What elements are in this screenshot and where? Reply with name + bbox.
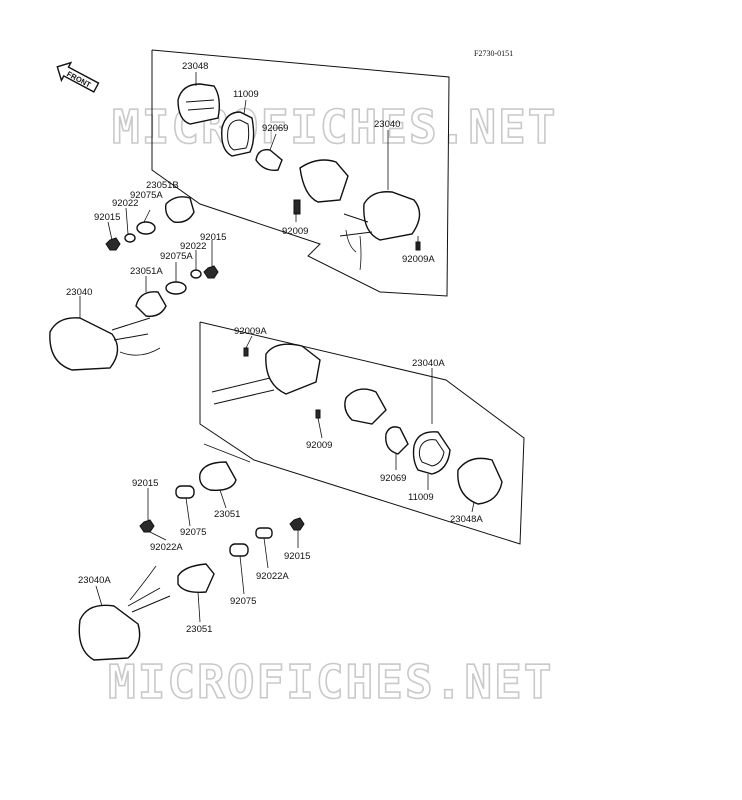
part-label-92022-mid: 92022 [180, 241, 206, 252]
part-label-92075A-mid: 92075A [160, 251, 193, 262]
part-label-23051-mid: 23051 [214, 509, 240, 520]
part-label-23040A-right: 23040A [412, 358, 445, 369]
lens-23048-icon [177, 83, 221, 125]
part-label-92022-top: 92022 [112, 198, 138, 209]
bulb-92069-icon [255, 149, 283, 171]
part-label-92015-lower-right: 92015 [284, 551, 310, 562]
part-label-11009-bottom: 11009 [408, 492, 434, 503]
part-label-23040-top: 23040 [374, 119, 400, 130]
nut-92015-mid-icon [203, 265, 219, 279]
front-arrow-icon: FRONT [56, 61, 100, 93]
part-label-92015-top-left: 92015 [94, 212, 120, 223]
part-label-23040-left: 23040 [66, 287, 92, 298]
washer-92075A-mid-icon [165, 281, 187, 295]
bulb-92069-bottom-icon [385, 426, 409, 455]
middle-group-outline [199, 321, 525, 545]
nut-92015-top-icon [105, 237, 121, 251]
washer-92075A-top-icon [136, 221, 156, 235]
washer-92022-mid-icon [190, 269, 202, 279]
reference-code: F2730-0151 [474, 49, 513, 58]
leader-lines [79, 72, 475, 623]
turn-signal-23040A-right-icon [211, 343, 387, 425]
part-label-92075-bottom: 92075 [230, 596, 256, 607]
part-label-23051B: 23051B [146, 180, 179, 191]
washer-92075-bottom-icon [229, 543, 249, 557]
top-group-outline [151, 49, 450, 297]
part-label-23048A: 23048A [450, 514, 483, 525]
part-label-92009A-top: 92009A [402, 254, 435, 265]
socket-23051B-icon [164, 196, 195, 223]
part-label-92022A-right: 92022A [256, 571, 289, 582]
gasket-11009-bottom-icon [412, 431, 451, 475]
part-label-92015-lower-left: 92015 [132, 478, 158, 489]
washer-92075-mid-icon [175, 485, 195, 499]
nut-92015-lower-right-icon [289, 517, 305, 531]
washer-92022-top-icon [124, 233, 136, 243]
part-label-23040A-left: 23040A [78, 575, 111, 586]
socket-23051-mid-icon [199, 461, 237, 491]
part-label-23051A: 23051A [130, 266, 163, 277]
screw-92009-top-icon [293, 199, 301, 215]
part-label-92069-top: 92069 [262, 123, 288, 134]
part-label-92075-mid: 92075 [180, 527, 206, 538]
screw-92009-mid-icon [315, 409, 321, 419]
turn-signal-23040-left-icon [49, 317, 161, 371]
nut-92015-lower-left-icon [139, 519, 155, 533]
socket-23051-bottom-icon [177, 563, 215, 594]
part-label-92069-bottom: 92069 [380, 473, 406, 484]
turn-signal-23040A-left-icon [78, 565, 171, 661]
turn-signal-23040-top-icon [299, 159, 421, 271]
part-label-92009-top: 92009 [282, 226, 308, 237]
part-label-23051-bottom: 23051 [186, 624, 212, 635]
part-label-92015-top-mid: 92015 [200, 232, 226, 243]
screw-92009A-mid-icon [243, 347, 249, 357]
part-label-23048-top: 23048 [182, 61, 208, 72]
part-label-92009-mid: 92009 [306, 440, 332, 451]
lens-23048A-icon [457, 457, 503, 505]
part-label-92075A-top: 92075A [130, 190, 163, 201]
part-label-92009A-mid: 92009A [234, 326, 267, 337]
part-label-92022A-left: 92022A [150, 542, 183, 553]
watermark-bottom: MICROFICHES.NET [108, 655, 553, 709]
washer-92022A-right-icon [255, 527, 273, 539]
part-label-11009-top: 11009 [233, 89, 259, 100]
socket-23051A-icon [135, 291, 167, 317]
gasket-11009-icon [221, 111, 255, 157]
